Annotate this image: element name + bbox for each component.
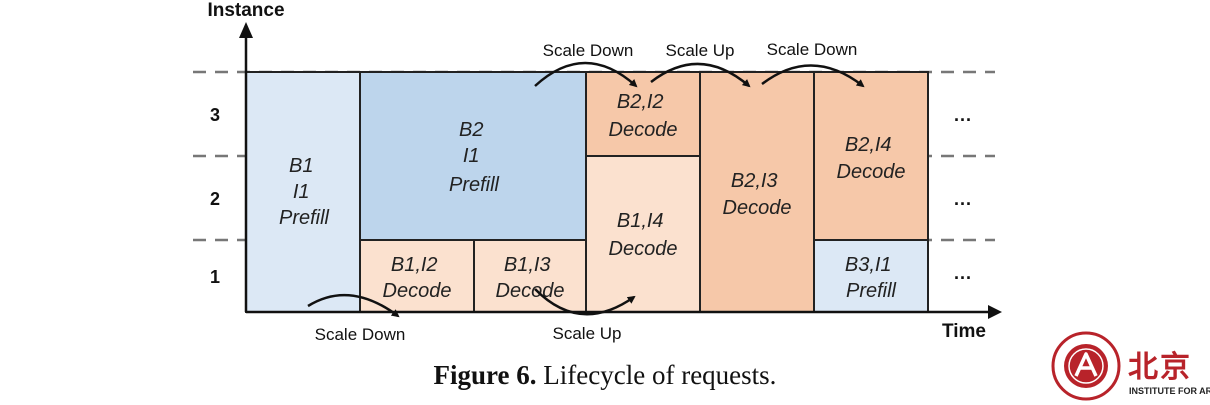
lifecycle-diagram: Instance Time 3 2 1 ... ... ... B1 I1 Pr… [193, 0, 1002, 344]
scale-label-top-up: Scale Up [666, 41, 735, 60]
ellipsis-1: ... [954, 263, 972, 283]
scale-arrow-top-up [650, 62, 751, 88]
watermark-characters: 北京 [1128, 350, 1192, 385]
block-label-b2-i2: B2,I2 Decode [609, 91, 678, 141]
x-axis-title: Time [942, 321, 986, 342]
block-label-b1-i2: B1,I2 Decode [383, 254, 452, 302]
ellipsis-2: ... [954, 189, 972, 209]
watermark-subtitle: INSTITUTE FOR ARTI [1129, 386, 1210, 396]
block-b2-i3-decode [699, 71, 815, 313]
block-label-b1-i1: B1 I1 Prefill [279, 155, 330, 229]
block-label-b2-i4: B2,I4 Decode [837, 134, 906, 183]
block-label-b2-i1: B2 I1 Prefill [449, 119, 500, 196]
university-seal-icon [1051, 331, 1121, 401]
scale-arrow-bottom-down [307, 293, 400, 318]
scale-arrow-bottom-up [534, 288, 636, 316]
caption-text: Lifecycle of requests. [536, 360, 777, 390]
figure-caption: Figure 6. Lifecycle of requests. [0, 360, 1210, 391]
scale-arrow-top-down-2 [761, 64, 865, 88]
y-axis-arrowhead [239, 22, 253, 38]
block-label-b1-i3: B1,I3 Decode [496, 254, 565, 302]
scale-arrow-top-down-1 [534, 61, 638, 88]
y-axis-title: Instance [207, 0, 284, 21]
scale-label-top-down-1: Scale Down [543, 41, 634, 60]
ellipsis-3: ... [954, 105, 972, 125]
caption-label: Figure 6. [433, 360, 537, 390]
x-axis-arrowhead [988, 305, 1002, 319]
block-b1-i2-decode [359, 239, 475, 313]
block-b1-i1-prefill [245, 71, 361, 313]
block-label-b2-i3: B2,I3 Decode [723, 170, 792, 219]
level-label-3: 3 [210, 105, 220, 125]
block-b2-i4-decode [813, 71, 929, 241]
scale-label-bottom-down: Scale Down [315, 325, 406, 344]
level-label-2: 2 [210, 189, 220, 209]
level-label-1: 1 [210, 267, 220, 287]
scale-label-top-down-2: Scale Down [767, 40, 858, 59]
block-b2-i1-prefill [359, 71, 587, 241]
block-label-b3-i1: B3,I1 Prefill [845, 254, 897, 302]
block-label-b1-i4: B1,I4 Decode [609, 210, 678, 260]
block-b2-i2-decode [585, 71, 701, 157]
watermark: 北京 INSTITUTE FOR ARTI [1050, 326, 1210, 405]
scale-label-bottom-up: Scale Up [553, 324, 622, 343]
block-b1-i4-decode [585, 155, 701, 313]
